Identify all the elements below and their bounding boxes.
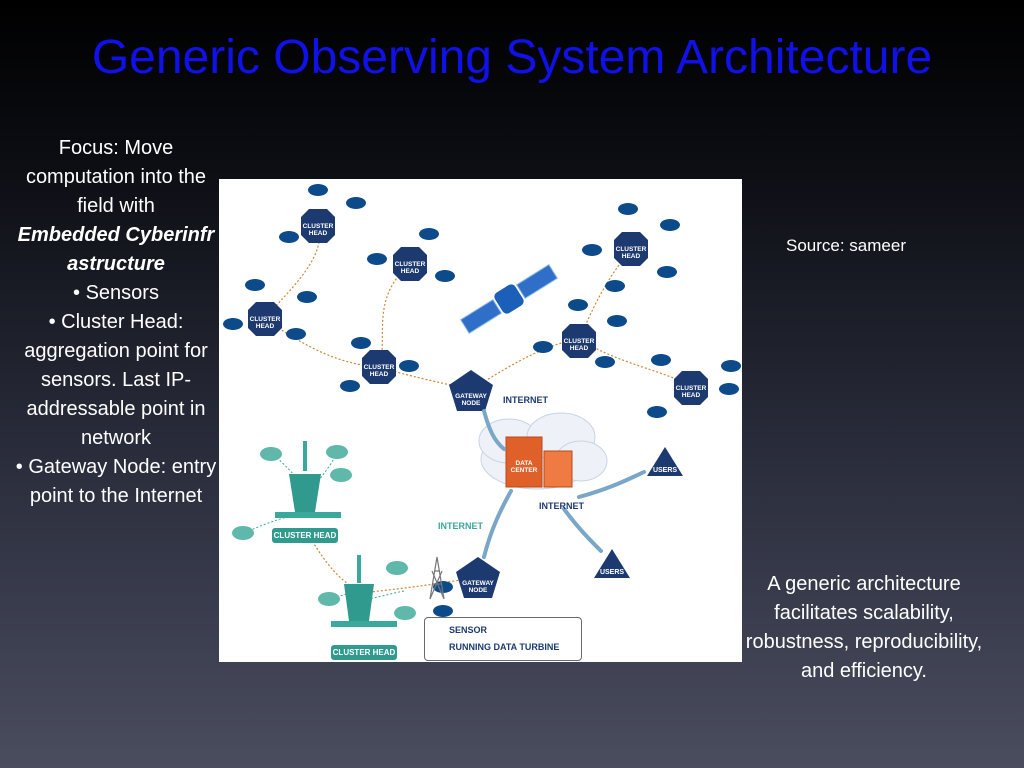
sensor <box>318 592 340 606</box>
sensor <box>657 266 677 278</box>
sensor <box>330 468 352 482</box>
cluster-heads <box>248 209 708 405</box>
turbine-base <box>331 621 397 627</box>
sensor <box>595 356 615 368</box>
turbine-cluster-head-top <box>275 441 341 518</box>
internet-label: INTERNET <box>539 501 584 511</box>
sensor <box>605 280 625 292</box>
users-node-bottom <box>594 549 630 578</box>
focus-emphasis: Embedded Cyberinfrastructure <box>17 224 215 275</box>
focus-text: Focus: Move computation into the field w… <box>14 134 218 511</box>
sensor <box>326 445 348 459</box>
diagram-legend: SENSOR RUNNING DATA TURBINE <box>424 617 582 661</box>
sensor <box>568 299 588 311</box>
sensor <box>340 380 360 392</box>
sensor <box>419 228 439 240</box>
sensor <box>279 231 299 243</box>
turbine-mast <box>357 555 361 583</box>
tower-struts <box>429 570 445 600</box>
cluster-head-node <box>393 247 427 281</box>
sensor <box>647 406 667 418</box>
link <box>368 590 405 600</box>
sensor <box>223 318 243 330</box>
bullet-gateway-node: • Gateway Node: entry point to the Inter… <box>15 456 217 507</box>
focus-intro: Focus: Move computation into the field w… <box>25 137 207 217</box>
architecture-diagram: CLUSTER HEAD CLUSTER HEAD CLUSTER HEAD C… <box>219 179 742 662</box>
sensor <box>351 337 371 349</box>
arrow <box>562 507 603 553</box>
data-center-box <box>543 450 573 488</box>
sensor <box>618 203 638 215</box>
turbine-body <box>344 584 374 621</box>
arrow <box>577 470 646 499</box>
tower-frame <box>429 556 445 600</box>
gateway-node-top <box>449 370 493 411</box>
turbine-base <box>275 512 341 518</box>
diagram-graphics <box>223 184 741 650</box>
turbine-mast <box>303 441 307 471</box>
internet-label: INTERNET <box>503 395 548 405</box>
cluster-head-node <box>674 371 708 405</box>
sensor <box>533 341 553 353</box>
bullet-sensors: • Sensors <box>73 282 159 304</box>
slide-title: Generic Observing System Architecture <box>91 31 933 84</box>
sensor <box>286 328 306 340</box>
cluster-head-node <box>248 302 282 336</box>
sensor <box>651 354 671 366</box>
satellite-icon <box>459 263 559 335</box>
legend-turbine-label: RUNNING DATA TURBINE <box>449 642 560 652</box>
sensor <box>260 447 282 461</box>
sensor <box>308 184 328 196</box>
turbine-body <box>289 474 321 512</box>
sensor <box>719 383 739 395</box>
cluster-head-node <box>562 324 596 358</box>
data-center-box <box>505 436 543 488</box>
sensor <box>386 561 408 575</box>
teal-sensors <box>232 445 416 620</box>
sensor <box>433 605 453 617</box>
sensor <box>367 253 387 265</box>
cluster-head-node <box>301 209 335 243</box>
architecture-note: A generic architecture facilitates scala… <box>745 573 983 682</box>
internet-cloud <box>478 412 608 490</box>
sensor <box>721 360 741 372</box>
sensor <box>435 270 455 282</box>
satellite-panel <box>515 263 559 300</box>
satellite-body <box>494 284 524 314</box>
gateway-node-bottom <box>456 557 500 598</box>
radio-tower-icon <box>429 556 445 600</box>
source-credit: Source: sameer <box>786 236 906 255</box>
sensor <box>607 315 627 327</box>
arrow <box>482 489 513 559</box>
bullet-cluster-head: • Cluster Head: aggregation point for se… <box>24 311 208 449</box>
sensor <box>245 279 265 291</box>
cluster-head-node <box>362 350 396 384</box>
cluster-head-base-label: CLUSTER HEAD <box>331 645 397 660</box>
teal-links <box>248 451 405 600</box>
turbine-cluster-head-bottom <box>331 555 397 627</box>
internet-label: INTERNET <box>438 521 483 531</box>
satellite-panel <box>459 298 503 335</box>
sensor <box>346 197 366 209</box>
legend-sensor-label: SENSOR <box>449 625 488 635</box>
internet-arrows <box>482 409 646 559</box>
link <box>248 514 295 532</box>
sensor <box>660 219 680 231</box>
sensor <box>582 244 602 256</box>
sensor <box>297 291 317 303</box>
sensor <box>394 606 416 620</box>
sensor <box>232 526 254 540</box>
users-node-top <box>647 447 683 476</box>
sensor <box>399 360 419 372</box>
cluster-head-base-label: CLUSTER HEAD <box>272 528 338 543</box>
arrow <box>482 409 506 451</box>
sensors <box>223 184 741 617</box>
cluster-head-node <box>614 232 648 266</box>
